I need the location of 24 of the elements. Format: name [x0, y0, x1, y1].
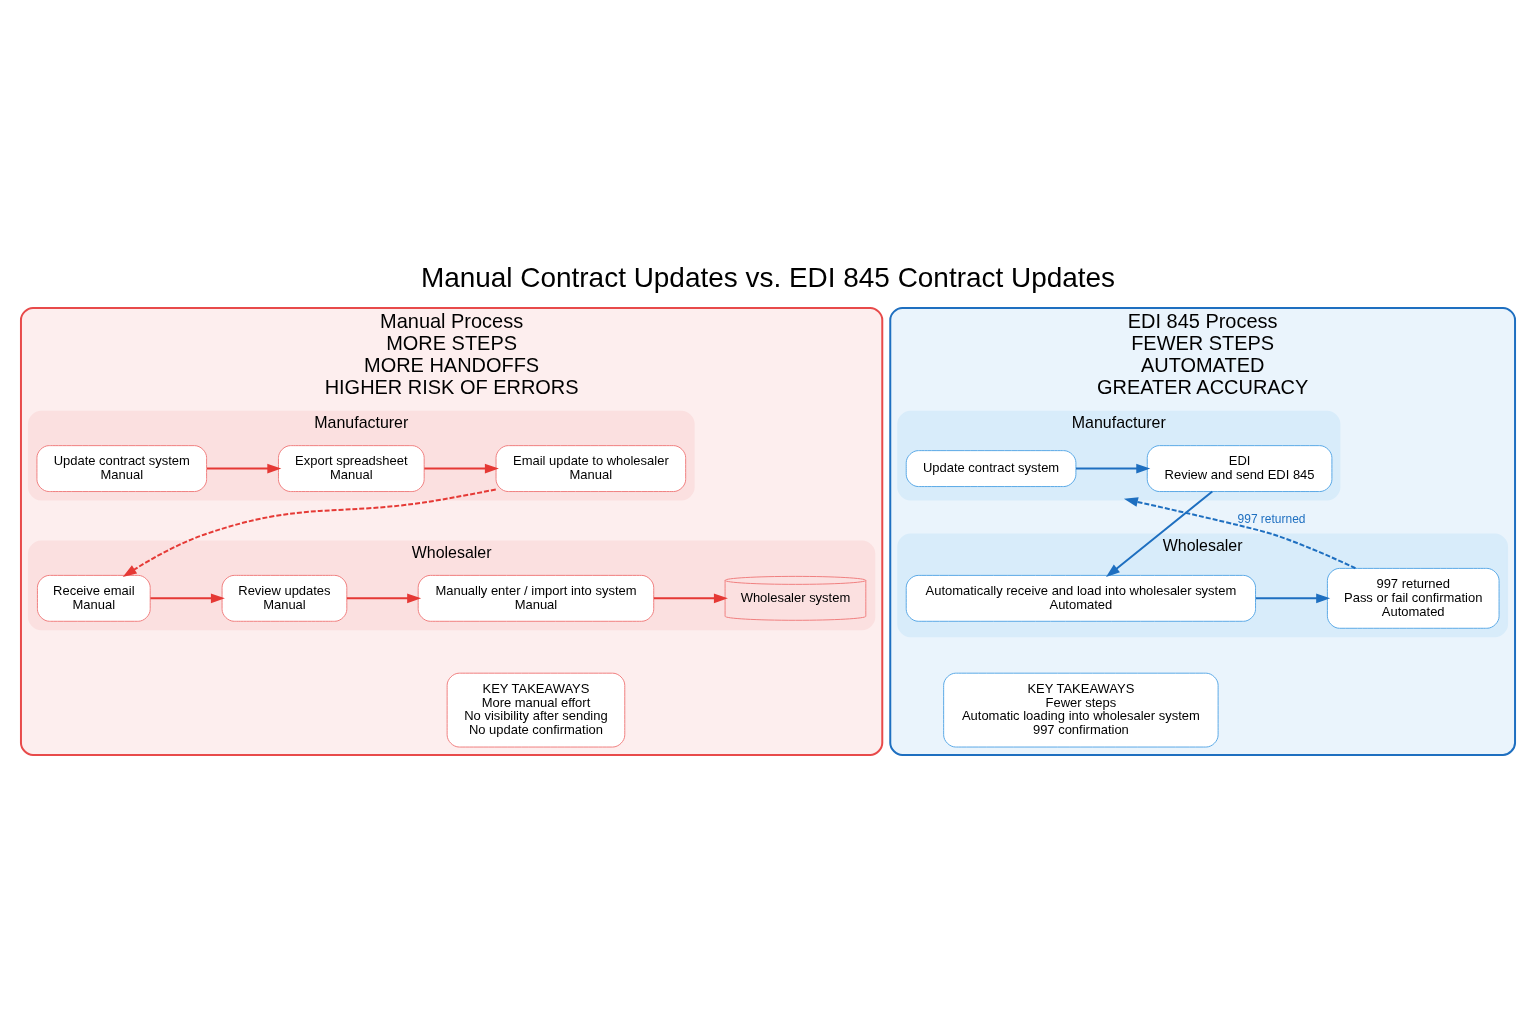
node-box: 997 returned Pass or fail confirmation Automated: [1326, 567, 1500, 629]
node-box: Update contract system: [905, 450, 1077, 488]
node-box: EDI Review and send EDI 845: [1146, 445, 1333, 493]
arrow: [205, 463, 282, 474]
arrow: [423, 463, 499, 474]
arrow: [149, 593, 225, 604]
arrow: [1106, 490, 1214, 578]
node-box: KEY TAKEAWAYS More manual effort No visibility after sending No update confirmation: [446, 672, 626, 748]
node-box: Email update to wholesaler Manual: [495, 445, 687, 493]
node-box: Automatically receive and load into wholesaler system Automated: [905, 574, 1257, 622]
node-box: Export spreadsheet Manual: [277, 445, 425, 493]
arrow: [652, 593, 728, 604]
arrow: [122, 488, 497, 577]
node-box: Review updates Manual: [221, 574, 348, 622]
node-box: Update contract system Manual: [36, 445, 208, 493]
arrow: [1254, 593, 1331, 604]
edge-label: 997 returned: [1237, 512, 1306, 527]
node-box: Manually enter / import into system Manual: [417, 574, 655, 622]
node-box: KEY TAKEAWAYS Fewer steps Automatic loading into wholesaler system 997 confirmation: [943, 672, 1219, 748]
arrow: [1075, 463, 1151, 474]
diagram-title: Manual Contract Updates vs. EDI 845 Contract Updates: [420, 262, 1116, 294]
arrow: [345, 593, 422, 604]
arrow: [1123, 497, 1357, 570]
node-box: Receive email Manual: [36, 574, 151, 622]
